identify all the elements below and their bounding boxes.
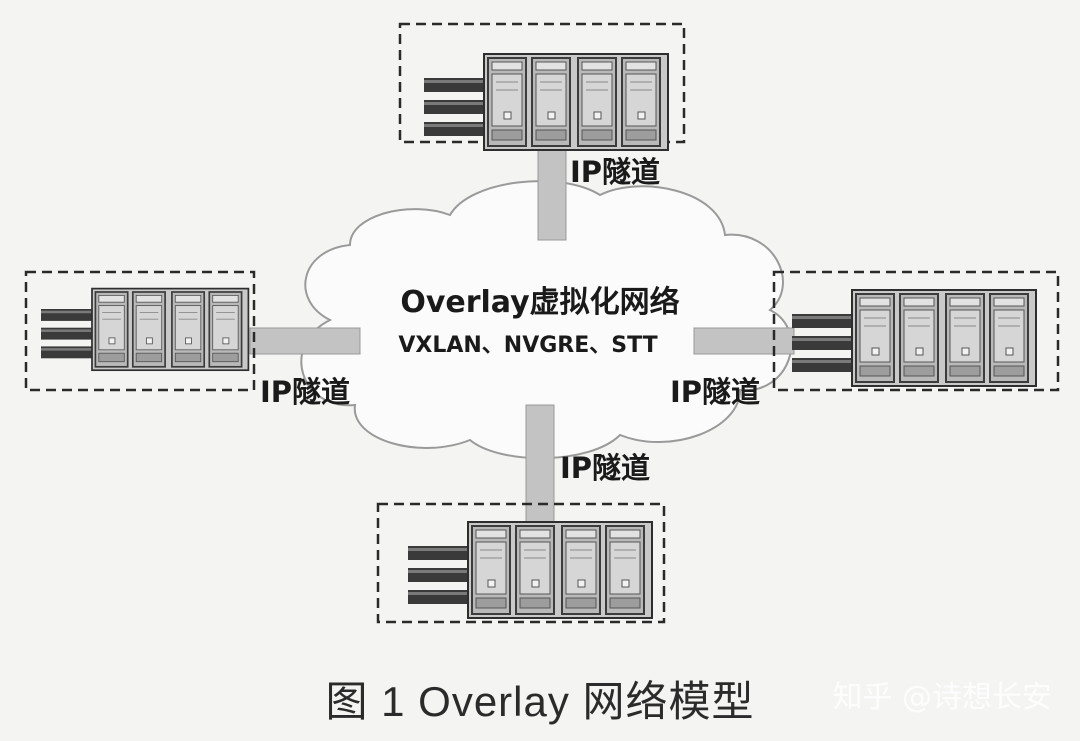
tunnel-label-top: IP隧道 (570, 155, 660, 189)
datacenter-left (24, 270, 256, 392)
tunnel-left (249, 327, 361, 355)
datacenter-left-boundary (24, 270, 256, 392)
tunnel-label-right: IP隧道 (670, 375, 760, 409)
server-rack-right (792, 290, 1036, 386)
datacenter-right (772, 270, 1060, 392)
server-rack-top (424, 54, 668, 150)
datacenter-top (398, 22, 686, 150)
tunnel-label-left: IP隧道 (260, 375, 350, 409)
watermark: 知乎 @诗想长安 (832, 680, 1052, 715)
server-rack-left (41, 289, 248, 371)
tunnel-right (693, 327, 795, 355)
tunnel-label-bottom: IP隧道 (560, 451, 650, 485)
datacenter-bottom-boundary (376, 502, 666, 624)
tunnels (249, 139, 795, 528)
tunnel-bottom (525, 404, 555, 528)
tunnel-top (537, 139, 567, 241)
overlay-cloud (300, 180, 793, 460)
datacenter-right-boundary (772, 270, 1060, 392)
datacenter-bottom (376, 502, 666, 624)
cloud-title: Overlay虚拟化网络 (400, 285, 679, 320)
cloud-protocols: VXLAN、NVGRE、STT (398, 333, 657, 358)
figure-caption: 图 1 Overlay 网络模型 (325, 678, 755, 725)
server-rack-bottom (408, 522, 652, 618)
